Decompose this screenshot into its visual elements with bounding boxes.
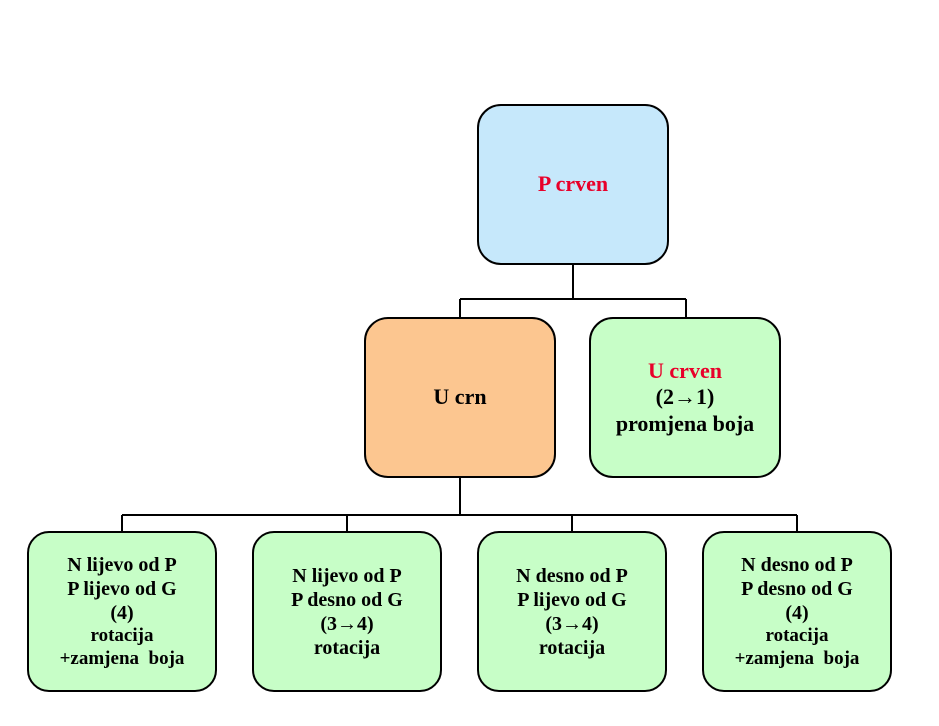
leaf-node-1: N lijevo od P P lijevo od G (4) rotacija… bbox=[27, 531, 217, 692]
node-u-red: U crven (2→1) promjena boja bbox=[589, 317, 781, 478]
node-line: rotacija bbox=[765, 624, 829, 646]
node-line: (4) bbox=[110, 601, 134, 624]
node-line: (3→4) bbox=[545, 612, 599, 635]
node-line: (3→4) bbox=[320, 612, 374, 635]
leaf-node-2: N lijevo od P P desno od G (3→4) rotacij… bbox=[252, 531, 442, 692]
node-line: (2→1) bbox=[655, 384, 715, 410]
node-line: rotacija bbox=[90, 624, 154, 646]
node-line: rotacija bbox=[538, 636, 606, 659]
node-line: rotacija bbox=[313, 636, 381, 659]
node-title: U crven bbox=[648, 357, 722, 383]
node-line: (4) bbox=[785, 601, 809, 624]
node-label: U crn bbox=[433, 384, 487, 410]
node-line: P desno od G bbox=[291, 588, 403, 611]
node-label: P crven bbox=[537, 171, 609, 197]
node-line: N desno od P bbox=[741, 553, 853, 576]
node-line: P lijevo od G bbox=[67, 577, 177, 600]
node-line: +zamjena boja bbox=[734, 647, 860, 669]
node-line: P lijevo od G bbox=[517, 588, 627, 611]
node-line: N lijevo od P bbox=[67, 553, 177, 576]
node-line: +zamjena boja bbox=[59, 647, 185, 669]
node-p-red: P crven bbox=[477, 104, 669, 265]
node-line: N desno od P bbox=[516, 564, 628, 587]
node-u-black: U crn bbox=[364, 317, 556, 478]
node-line: P desno od G bbox=[741, 577, 853, 600]
leaf-node-4: N desno od P P desno od G (4) rotacija +… bbox=[702, 531, 892, 692]
node-line: N lijevo od P bbox=[292, 564, 402, 587]
node-line: promjena boja bbox=[615, 410, 755, 436]
leaf-node-3: N desno od P P lijevo od G (3→4) rotacij… bbox=[477, 531, 667, 692]
